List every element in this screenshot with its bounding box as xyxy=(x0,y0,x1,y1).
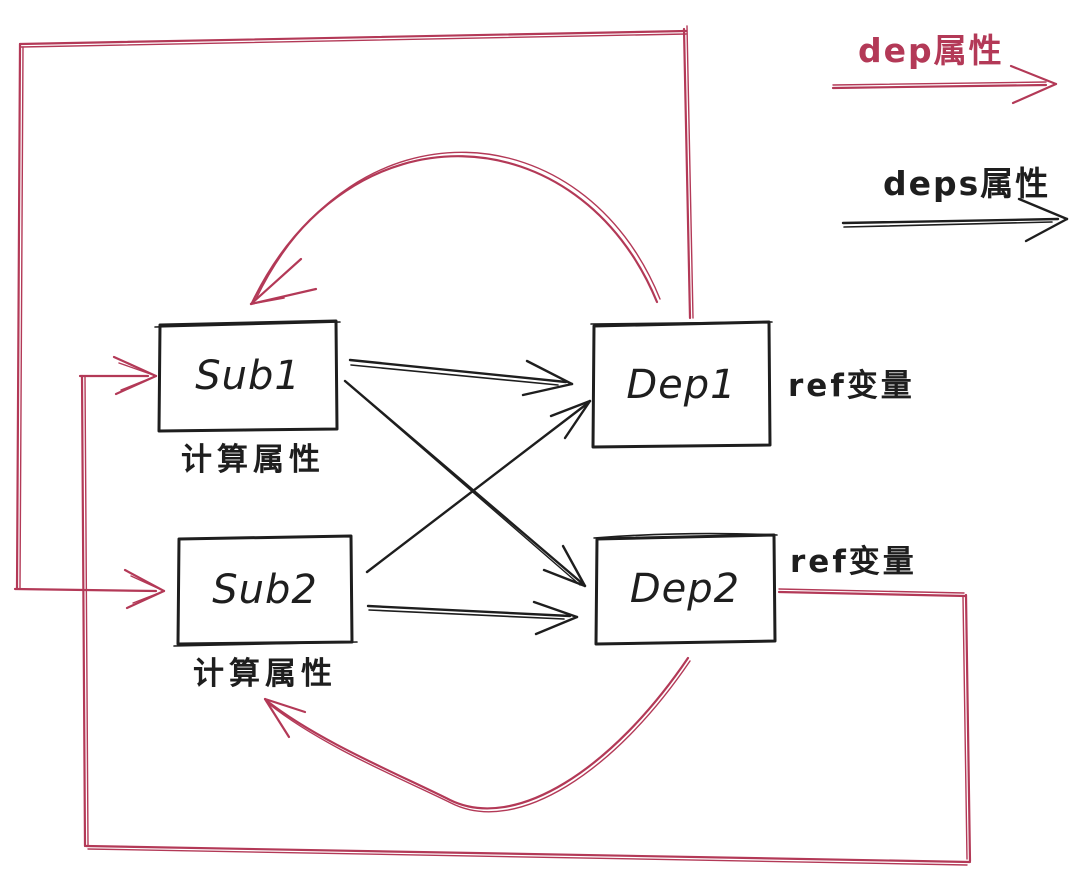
sub1-caption: 计算属性 xyxy=(181,442,325,478)
dep1-node-label: Dep1 xyxy=(626,361,737,408)
legend-deps-arrow-icon xyxy=(841,197,1069,243)
sub2-box-retrace xyxy=(173,641,358,647)
sub1-node-label: Sub1 xyxy=(195,353,301,399)
dep2-node-label: Dep2 xyxy=(629,566,741,612)
deps-arrow-sub1-to-dep1 xyxy=(348,358,574,397)
dep-arrow-dep1-to-sub1-arc xyxy=(249,151,661,306)
sub2-caption: 计算属性 xyxy=(193,656,337,692)
deps-arrow-sub2-to-dep1 xyxy=(365,399,592,574)
deps-arrow-sub1-to-dep2 xyxy=(343,379,587,588)
dep1-caption: ref变量 xyxy=(788,368,915,404)
sub1-box xyxy=(157,319,339,433)
dep-arrows xyxy=(13,25,1058,866)
dep2-caption: ref变量 xyxy=(790,544,917,580)
legend-deps-label: deps属性 xyxy=(883,164,1051,203)
deps-arrow-sub2-to-dep2 xyxy=(366,600,579,636)
dep-loop-dep1-to-sub2 xyxy=(13,25,694,610)
dep2-box-retrace xyxy=(593,532,778,539)
deps-arrows xyxy=(343,197,1069,636)
legend-dep-arrow-icon xyxy=(831,64,1058,105)
dep1-box-retrace xyxy=(590,321,773,325)
dep-loop-dep2-to-sub1 xyxy=(78,355,972,866)
legend-dep-label: dep属性 xyxy=(858,31,1004,70)
node-boxes xyxy=(154,319,778,647)
sub1-box-retrace xyxy=(154,321,341,328)
dep-arrow-dep2-to-sub2-arc xyxy=(263,656,691,813)
dep2-box xyxy=(594,533,777,646)
sub2-node-label: Sub2 xyxy=(212,566,318,613)
